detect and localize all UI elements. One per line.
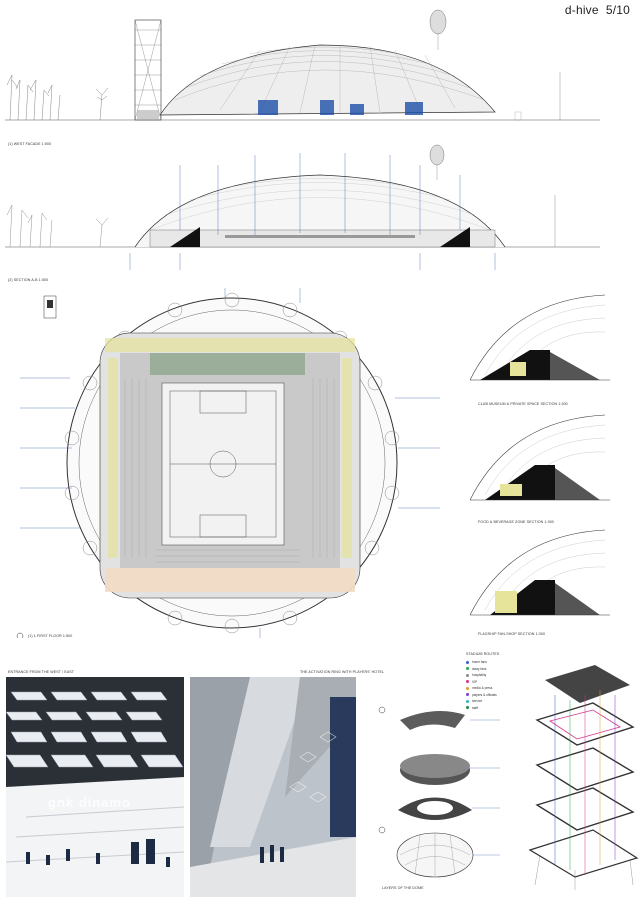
- legend-color-dot: [466, 686, 469, 690]
- legend-label: VIP: [472, 679, 478, 684]
- dome-layers-diagram: [378, 706, 500, 878]
- activation-ring-render: [190, 677, 356, 897]
- section-caption: (2) SECTION A-B 1:500: [8, 278, 49, 282]
- legend-item: hospitality: [466, 672, 526, 679]
- legend-label: players & officials: [472, 692, 497, 697]
- legend-color-dot: [466, 706, 469, 710]
- legend-item: players & officials: [466, 692, 526, 699]
- legend-item: VIP: [466, 679, 526, 686]
- page-header: d-hive 5/10: [565, 3, 630, 17]
- legend-label: service: [472, 699, 483, 704]
- flagship-shop-section: [470, 529, 610, 616]
- legend-item: media & press: [466, 685, 526, 692]
- west-facade-elevation: [5, 9, 600, 121]
- legend-color-dot: [466, 693, 469, 697]
- food-beverage-section: [470, 414, 610, 501]
- page-number: 5/10: [605, 3, 630, 17]
- legend-label: away fans: [472, 666, 487, 671]
- routes-title: STADIUM ROUTES: [466, 652, 500, 656]
- legend-item: home fans: [466, 659, 526, 666]
- legend-item: staff: [466, 705, 526, 712]
- legend-label: hospitality: [472, 673, 487, 678]
- plan-caption: (1) 1.FIRST FLOOR 1:500: [28, 634, 73, 638]
- legend-color-dot: [466, 667, 469, 671]
- legend-color-dot: [466, 699, 469, 703]
- layers-caption: LAYERS OF THE DOME: [382, 886, 424, 890]
- legend-color-dot: [466, 673, 469, 677]
- legend-color-dot: [466, 660, 469, 664]
- food-beverage-caption: FOOD & BEVERAGE ZONE SECTION 1:300: [478, 520, 554, 524]
- elevation-caption: (1) WEST FACADE 1:500: [8, 142, 52, 146]
- legend-color-dot: [466, 680, 469, 684]
- club-museum-section: [470, 294, 610, 381]
- first-floor-plan: [16, 288, 440, 638]
- entrance-caption: ENTRANCE FROM THE WEST / EAST: [8, 670, 75, 674]
- legend-item: service: [466, 698, 526, 705]
- legend-label: home fans: [472, 660, 487, 665]
- club-museum-caption: CLUB MUSEUM & PRIVATE SPACE SECTION 1:30…: [478, 402, 568, 406]
- gnk-dinamo-logo-text: gnk dinamo: [48, 795, 131, 810]
- legend-item: away fans: [466, 666, 526, 673]
- brand-name: d-hive: [564, 3, 599, 17]
- legend-label: media & press: [472, 686, 493, 691]
- activation-caption: THE ACTIVATION RING WITH PLAYERS' HOTEL: [300, 670, 385, 674]
- flagship-caption: FLAGSHIP FAN-SHOP SECTION 1:300: [478, 632, 546, 636]
- stadium-routes-axonometric: [528, 665, 639, 890]
- legend-label: staff: [472, 705, 478, 710]
- entrance-render: gnk dinamo: [6, 677, 184, 897]
- section-ab-drawing: [5, 144, 600, 270]
